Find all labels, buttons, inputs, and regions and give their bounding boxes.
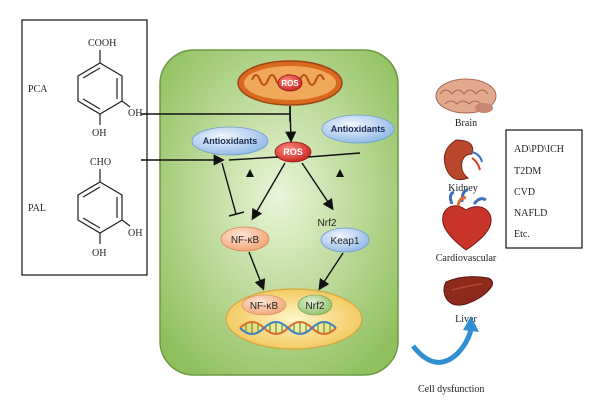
- antioxidants-right-label: Antioxidants: [331, 124, 386, 134]
- nrf2-cytoplasm-label: Nrf2: [318, 218, 337, 229]
- mitochondrion: [237, 60, 343, 106]
- disease-item: CVD: [514, 187, 535, 198]
- liver-label: Liver: [455, 314, 477, 325]
- disease-item: AD\PD\ICH: [514, 144, 564, 155]
- nucleus: [225, 288, 363, 350]
- nfkb-inhibit-bar: [228, 211, 245, 217]
- kidney-icon: [443, 139, 483, 181]
- pal-structure: [77, 169, 131, 244]
- pal-cho-label: CHO: [90, 157, 111, 168]
- compound-box: [21, 19, 148, 276]
- disease-box: [505, 129, 583, 249]
- liver-icon: [443, 276, 493, 306]
- keap1-label: Keap1: [331, 236, 360, 247]
- disease-item: Etc.: [514, 229, 530, 240]
- pca-cooh-label: COOH: [88, 38, 116, 49]
- pal-oh-bottom-label: OH: [92, 248, 106, 259]
- heart-icon: [442, 188, 492, 251]
- antioxidant-left-marker: [246, 169, 254, 177]
- cell-dysfunction-label: Cell dysfunction: [418, 384, 484, 395]
- nfkb-to-nucleus-arrow: [248, 251, 266, 291]
- ros-left-line: [228, 156, 279, 161]
- pca-oh-side-label: OH: [128, 108, 142, 119]
- keap1-node: [320, 227, 370, 253]
- brain-icon: [435, 78, 497, 114]
- antioxidants-left-bubble: [191, 126, 269, 156]
- dna-helix: [239, 321, 337, 335]
- disease-item: T2DM: [514, 166, 541, 177]
- antioxidants-left-label: Antioxidants: [203, 136, 258, 146]
- cardiovascular-label: Cardiovascular: [436, 253, 497, 264]
- brain-label: Brain: [455, 118, 477, 129]
- ros-to-nrf2-arrow: [301, 162, 334, 211]
- ros-label: ROS: [283, 147, 303, 157]
- pal-name-label: PAL: [28, 203, 46, 214]
- disease-item: NAFLD: [514, 208, 547, 219]
- nfkb-nucleus-label: NF-κB: [250, 301, 279, 312]
- pca-oh-bottom-label: OH: [92, 128, 106, 139]
- pca-name-label: PCA: [28, 84, 48, 95]
- ros-to-nfkb-arrow: [251, 162, 286, 221]
- cell-dysfunction-arrow: [411, 329, 474, 365]
- nfkb-inhibit-line: [221, 162, 237, 215]
- antioxidants-right-bubble: [321, 114, 395, 144]
- nfkb-cytoplasm-node: [220, 226, 270, 252]
- nfkb-cytoplasm-label: NF-κB: [231, 235, 260, 246]
- antioxidant-right-marker: [336, 169, 344, 177]
- kidney-label: Kidney: [448, 183, 477, 194]
- pal-oh-side-label: OH: [128, 228, 142, 239]
- ros-right-line: [307, 152, 361, 158]
- pca-structure: [77, 50, 131, 125]
- nrf2-nucleus-label: Nrf2: [306, 301, 325, 312]
- nrf2-to-nucleus-arrow: [318, 252, 344, 291]
- nfkb-nucleus-node: [241, 294, 287, 316]
- nrf2-nucleus-node: [297, 294, 333, 316]
- mito-ros-label: ROS: [281, 79, 299, 88]
- cell-dysfunction-arrowhead: [463, 316, 479, 332]
